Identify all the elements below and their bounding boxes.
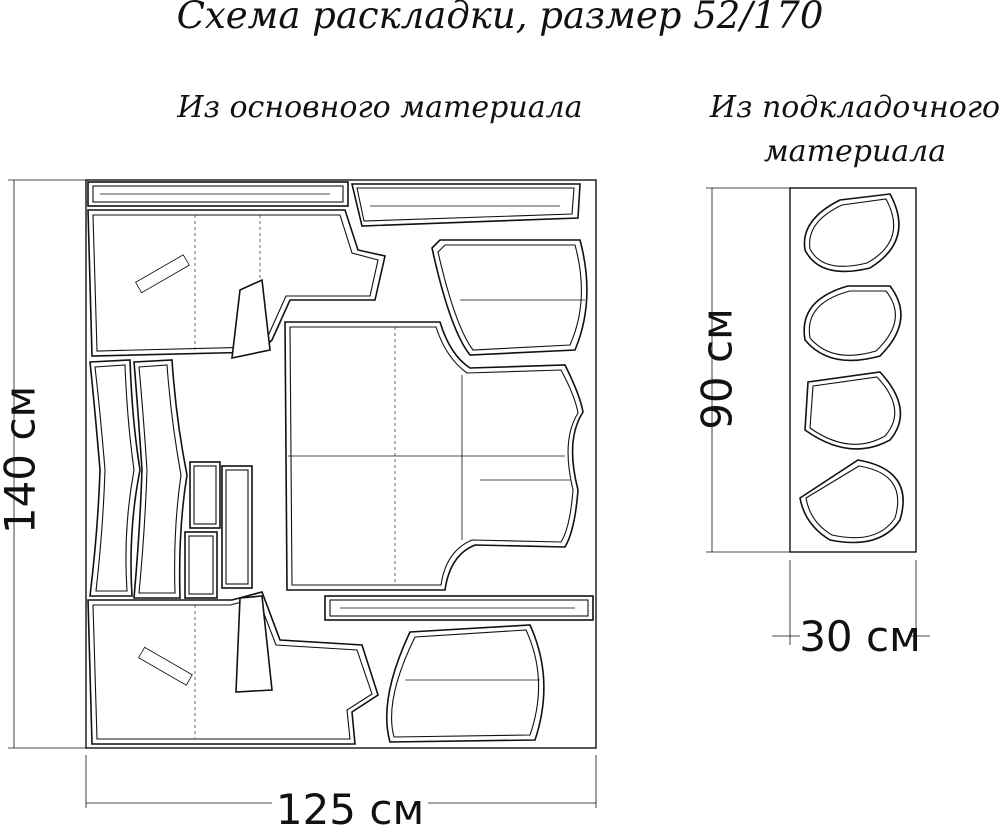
pattern-piece-sleeve-top bbox=[431, 239, 588, 356]
main-fabric-label: Из основного материала bbox=[177, 90, 583, 125]
lining-pocket-pieces bbox=[799, 193, 904, 544]
pattern-piece-back bbox=[284, 321, 584, 591]
pattern-piece-facing-right bbox=[133, 359, 188, 599]
lining-width-label: 30 см bbox=[799, 612, 921, 661]
pattern-piece-front-top bbox=[87, 209, 386, 360]
pattern-piece-facing-left bbox=[89, 359, 141, 597]
main-width-label: 125 см bbox=[275, 785, 425, 834]
lining-dimension-lines bbox=[706, 187, 930, 645]
main-dimension-lines bbox=[8, 179, 597, 808]
pattern-piece-belt-top bbox=[87, 181, 349, 207]
pattern-piece-sleeve-bottom bbox=[385, 624, 545, 743]
pattern-piece-belt-bottom bbox=[324, 595, 594, 621]
pattern-piece-small-parts bbox=[184, 461, 253, 599]
pattern-piece-front-bottom bbox=[87, 591, 379, 745]
pattern-piece-collar bbox=[350, 183, 581, 227]
page-title: Схема раскладки, размер 52/170 bbox=[176, 0, 824, 37]
